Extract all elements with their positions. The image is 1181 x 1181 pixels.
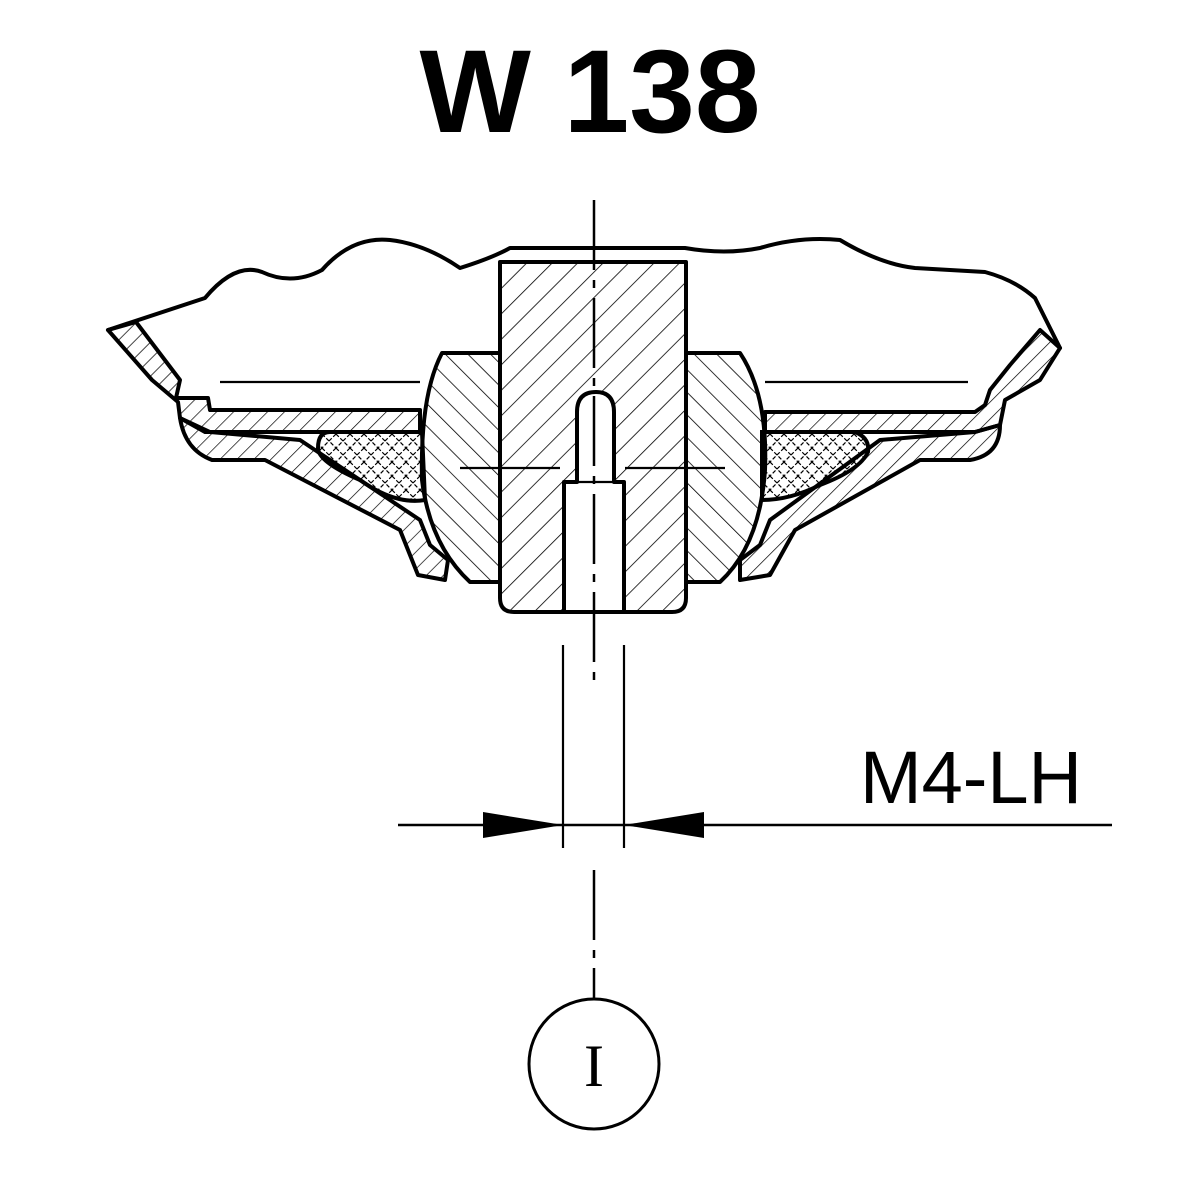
right-grip-insert [760, 430, 871, 503]
arrow-right-icon [624, 812, 704, 838]
thread-label: M4-LH [860, 736, 1082, 819]
drawing-title: W 138 [419, 26, 760, 158]
detail-callout-label: I [584, 1033, 604, 1099]
right-hub [684, 351, 768, 584]
left-grip-insert [315, 430, 428, 503]
left-lower-shell [178, 416, 450, 582]
right-shell [763, 328, 1062, 434]
right-lower-shell [738, 423, 1002, 582]
break-line [106, 237, 1062, 350]
detail-callout-circle [527, 997, 661, 1131]
arrow-left-icon [483, 812, 563, 838]
left-shell [106, 320, 422, 434]
